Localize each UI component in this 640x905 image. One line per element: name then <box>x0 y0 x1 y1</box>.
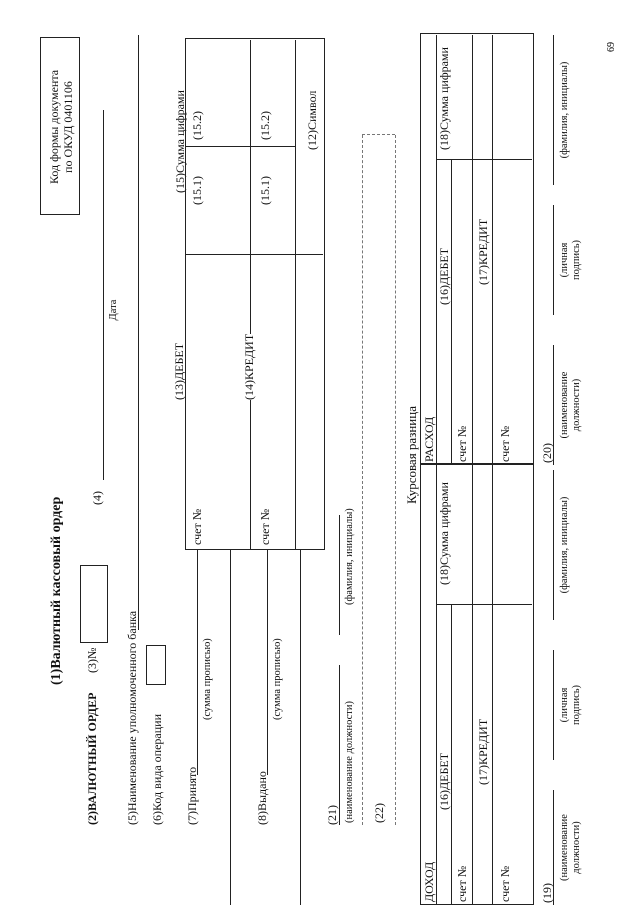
expense-h-top <box>436 35 437 465</box>
debit-account-label: счет № <box>190 508 204 545</box>
op-code-label: (6)Код вида операции <box>150 713 164 825</box>
income-h3 <box>492 465 493 905</box>
sig19-line-a <box>553 790 554 905</box>
sig20-line-c <box>553 35 554 185</box>
sig21-line-2 <box>339 515 340 635</box>
sig19-signature-2: подпись) <box>571 684 582 726</box>
order-label: (2)ВАЛЮТНЫЙ ОРДЕР <box>85 692 99 826</box>
ledger-row-split <box>250 40 251 550</box>
income-credit-account: счет № <box>498 865 512 902</box>
income-sum-digits: (18)Сумма цифрами <box>437 482 451 585</box>
ledger-vsplit-2 <box>185 146 295 147</box>
sig20-signature-2: подпись) <box>571 239 582 281</box>
debit-151: (15.1) <box>190 176 204 205</box>
sig20-number: (20) <box>540 443 554 463</box>
sig19-line-c <box>553 470 554 620</box>
ledger-symbol-split <box>295 40 296 550</box>
form-title: (1)Валютный кассовый ордер <box>49 496 64 685</box>
stamp-area-top <box>362 135 363 825</box>
symbol-label: (12)Символ <box>305 90 319 150</box>
ledger-vsplit <box>185 254 323 255</box>
credit-152: (15.2) <box>258 111 272 140</box>
order-number-label: (3)№ <box>85 647 99 673</box>
expense-header: РАСХОД <box>422 416 436 462</box>
issued-label: (8)Выдано <box>255 771 269 825</box>
expense-credit-account: счет № <box>498 425 512 462</box>
sig20-name: (фамилия, инициалы) <box>559 61 570 159</box>
received-line <box>197 550 198 775</box>
bank-line <box>138 35 139 630</box>
date-caption: Дата <box>108 299 119 321</box>
sig21-number: (21) <box>325 805 339 825</box>
okud-line2: по ОКУД 0401106 <box>61 81 75 173</box>
sig19-name: (фамилия, инициалы) <box>559 496 570 594</box>
received-label: (7)Принято <box>185 766 199 825</box>
income-debit: (16)ДЕБЕТ <box>437 752 451 810</box>
okud-line1: Код формы документа <box>47 69 61 185</box>
exchange-title: Курсовая разница <box>404 406 419 504</box>
credit-account-label: счет № <box>258 508 272 545</box>
expense-h2 <box>472 35 473 465</box>
sig20-line-a <box>553 345 554 465</box>
expense-sum-digits: (18)Сумма цифрами <box>437 47 451 150</box>
debit-152: (15.2) <box>190 111 204 140</box>
income-h2 <box>472 465 473 905</box>
received-sum-caption: (сумма прописью) <box>202 638 213 720</box>
sig21-name: (фамилия, инициалы) <box>344 508 355 605</box>
stamp-area-bottom <box>395 135 396 825</box>
sig19-position-2: должности) <box>571 821 582 874</box>
credit-header: (14)КРЕДИТ <box>242 333 256 400</box>
issued-sum-caption: (сумма прописью) <box>272 638 283 720</box>
bank-label: (5)Наименование уполномоченного банка <box>125 610 139 825</box>
issued-line <box>267 550 268 775</box>
expense-h1 <box>451 160 452 465</box>
income-vsplit <box>436 604 532 605</box>
debit-header: (13)ДЕБЕТ <box>172 342 186 400</box>
stamp-area-right <box>362 134 395 135</box>
income-header: ДОХОД <box>422 861 436 902</box>
expense-credit: (17)КРЕДИТ <box>476 218 490 285</box>
income-credit: (17)КРЕДИТ <box>476 718 490 785</box>
sig20-line-b <box>553 205 554 315</box>
expense-h3 <box>492 35 493 465</box>
sig19-line-b <box>553 650 554 760</box>
income-h-top <box>436 465 437 905</box>
op-code-field[interactable] <box>146 645 166 685</box>
income-debit-account: счет № <box>455 865 469 902</box>
sig21-line <box>339 665 340 825</box>
income-h1 <box>451 605 452 905</box>
sig19-number: (19) <box>540 883 554 903</box>
date-number: (4) <box>90 491 104 505</box>
credit-151: (15.1) <box>258 176 272 205</box>
stamp-number: (22) <box>372 803 386 823</box>
sig21-position: (наименование должности) <box>344 700 355 823</box>
received-line-2 <box>230 550 231 905</box>
ledger-table <box>185 38 325 550</box>
order-number-field[interactable] <box>80 565 108 643</box>
sig20-position-2: должности) <box>571 378 582 432</box>
date-line <box>103 110 104 480</box>
issued-line-2 <box>300 550 301 905</box>
expense-debit: (16)ДЕБЕТ <box>437 247 451 305</box>
expense-debit-account: счет № <box>455 425 469 462</box>
